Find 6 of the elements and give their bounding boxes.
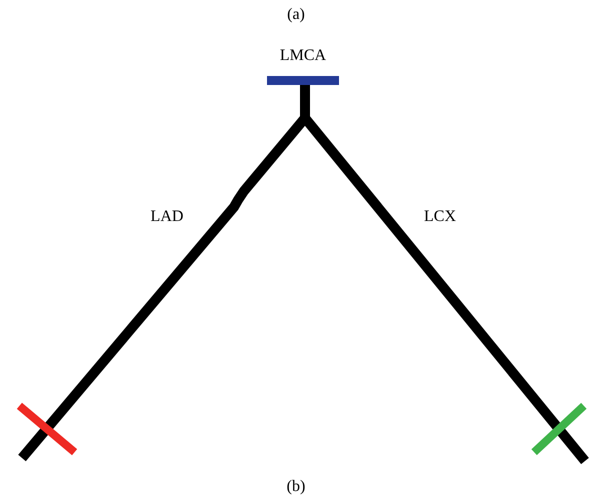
vessel-name: LMCA (280, 47, 326, 65)
vessel-marker-bar (267, 76, 339, 84)
panel-label: (a) (287, 6, 305, 24)
edge-label: LAD (150, 208, 184, 226)
panel-label: (b) (286, 478, 306, 496)
edge-label: LCX (424, 208, 456, 226)
